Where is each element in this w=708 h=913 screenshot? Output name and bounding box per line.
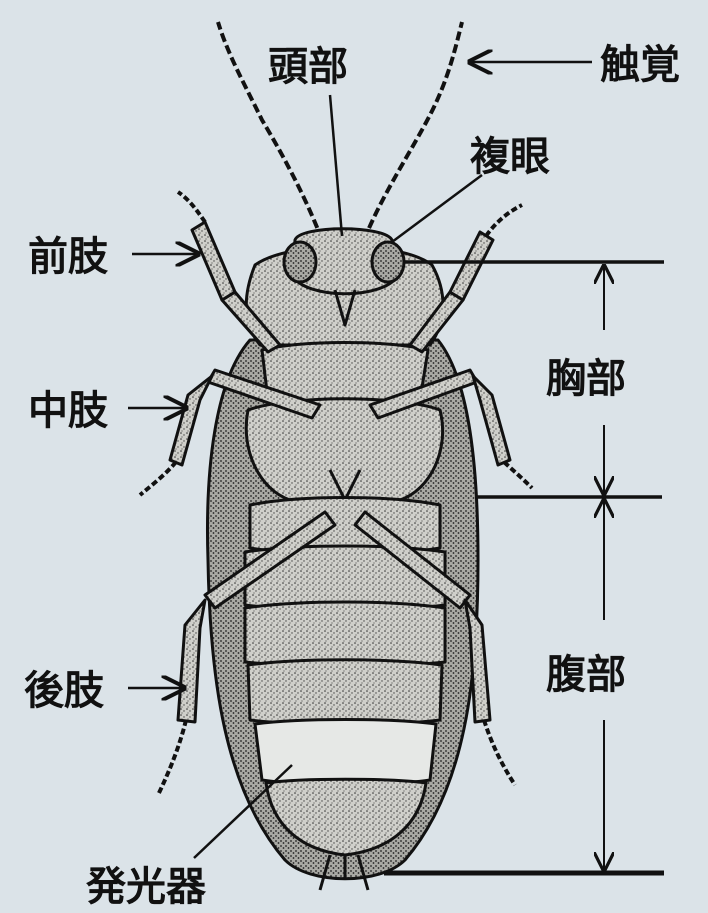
compound-eye-pointer — [392, 175, 482, 242]
abdomen-segments — [245, 498, 445, 725]
label-foreleg: 前肢 — [28, 234, 109, 280]
label-head: 頭部 — [268, 44, 348, 90]
label-hindleg: 後肢 — [24, 668, 105, 714]
label-midleg: 中肢 — [28, 388, 109, 434]
label-abdomen: 腹部 — [546, 652, 626, 698]
label-compound-eye: 複眼 — [470, 134, 550, 180]
head-pointer — [330, 95, 342, 236]
metathorax — [246, 399, 442, 500]
label-thorax: 胸部 — [546, 356, 626, 402]
label-light-organ: 発光器 — [86, 864, 207, 910]
label-antenna: 触覚 — [600, 42, 680, 88]
compound-eye-right — [372, 242, 404, 282]
compound-eye-left — [284, 242, 316, 282]
